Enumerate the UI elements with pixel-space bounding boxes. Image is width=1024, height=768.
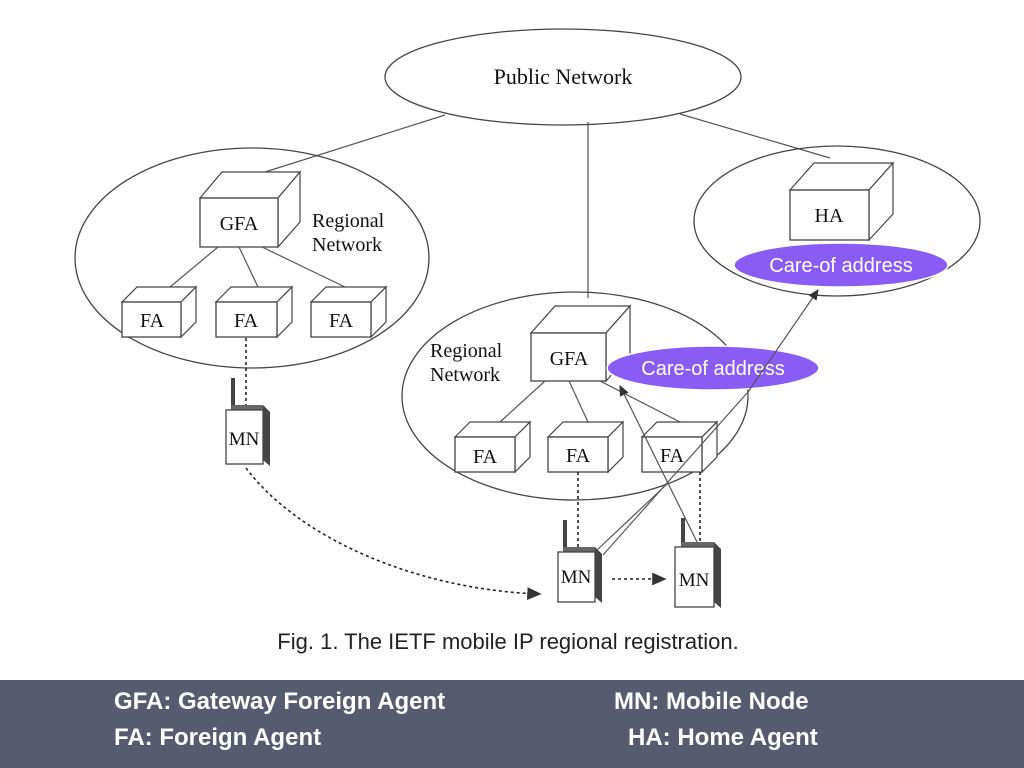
center-mn-label-2: MN (679, 570, 710, 591)
public-network: Public Network (384, 28, 742, 126)
center-mn-label-1: MN (561, 567, 592, 588)
care-of-address-center-text: Care-of address (641, 358, 784, 380)
left-fa-box-1: FA (120, 285, 198, 339)
care-of-address-badge-center: Care-of address (606, 345, 820, 391)
movement-path-left-to-center (245, 467, 542, 600)
center-region-label-2: Network (430, 364, 500, 386)
left-fa-label-2: FA (234, 310, 259, 332)
registration-arrow-to-gfa (619, 384, 701, 549)
backbone-links (264, 113, 831, 298)
home-network: HA Care-of address (693, 145, 981, 297)
left-fa-label-3: FA (329, 310, 354, 332)
center-fa-box-3: FA (640, 420, 719, 474)
center-fa-label-1: FA (473, 446, 498, 468)
center-mobile-node-1: MN (557, 520, 602, 603)
left-regional-network: GFA Regional Network FA FA FA (74, 147, 430, 405)
left-region-label-1: Regional (312, 210, 385, 232)
left-fa-box-3: FA (309, 285, 388, 339)
legend-fa: FA: Foreign Agent (114, 724, 322, 751)
left-mn-label: MN (229, 429, 260, 450)
center-gfa-label: GFA (550, 348, 589, 370)
center-regional-network: Regional Network GFA FA FA F (401, 291, 749, 550)
left-gfa-label: GFA (220, 213, 259, 235)
left-gfa-box: GFA (198, 170, 302, 249)
left-region-label-2: Network (312, 234, 382, 256)
ha-label: HA (815, 205, 844, 227)
left-fa-box-2: FA (214, 285, 294, 339)
registration-arrow-to-home (747, 289, 819, 393)
center-fa-label-3: FA (660, 445, 685, 467)
center-fa-box-1: FA (453, 420, 532, 474)
left-mobile-node: MN (225, 378, 270, 466)
center-mobile-node-2: MN (674, 518, 721, 608)
care-of-address-badge-home: Care-of address (733, 242, 949, 288)
legend-mn: MN: Mobile Node (614, 688, 809, 715)
center-fa-box-2: FA (546, 420, 625, 474)
legend-gfa: GFA: Gateway Foreign Agent (114, 688, 446, 715)
left-fa-label-1: FA (140, 310, 165, 332)
registration-line-secondary (596, 484, 667, 551)
center-gfa-box: GFA (529, 304, 632, 383)
legend-ha: HA: Home Agent (628, 724, 818, 751)
registration-line-mn-to-badge (602, 391, 749, 556)
center-region-label-1: Regional (430, 340, 503, 362)
care-of-address-home-text: Care-of address (769, 255, 912, 277)
figure-caption: Fig. 1. The IETF mobile IP regional regi… (277, 629, 738, 654)
ha-box: HA (788, 161, 895, 242)
center-fa-label-2: FA (566, 445, 591, 467)
legend-footer: GFA: Gateway Foreign Agent MN: Mobile No… (0, 680, 1024, 768)
ietf-regional-registration-diagram: Public Network GFA Regional Network FA F… (74, 28, 981, 654)
public-network-label: Public Network (494, 64, 633, 89)
